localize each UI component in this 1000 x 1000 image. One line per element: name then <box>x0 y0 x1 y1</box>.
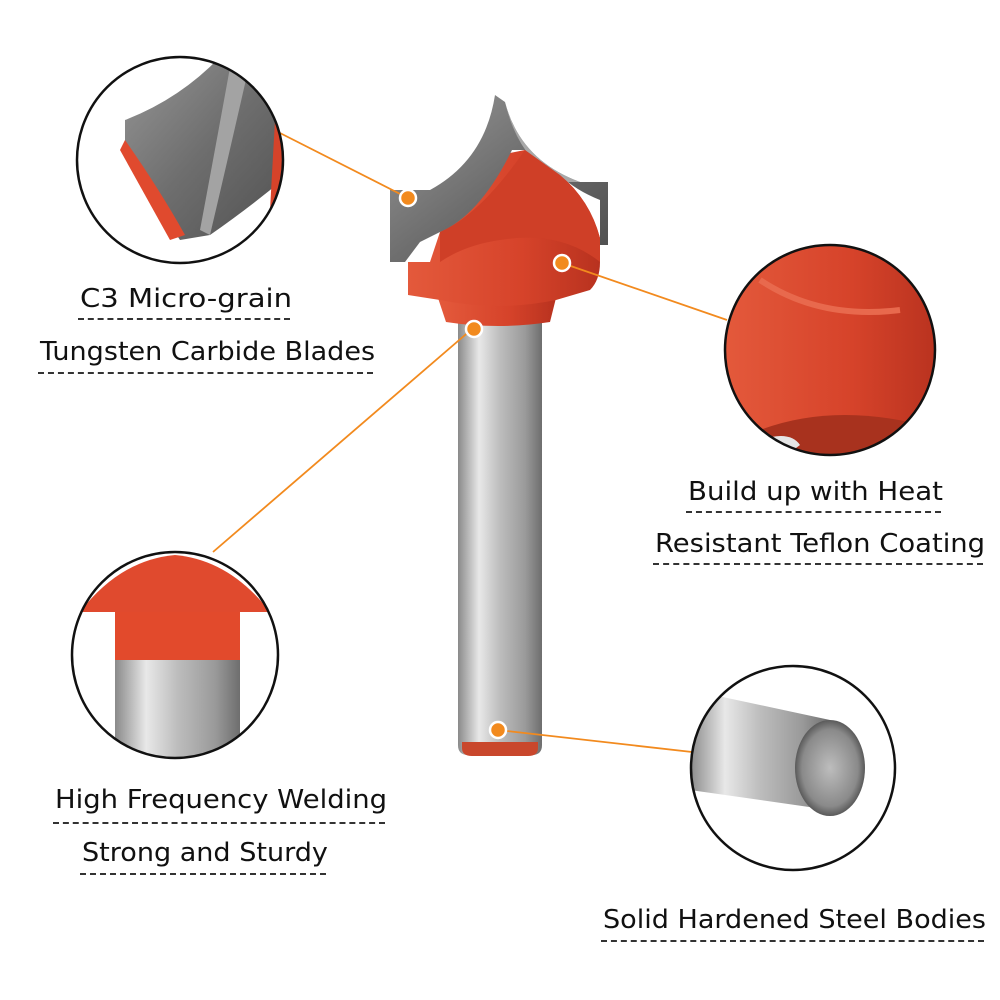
callout-line-welding <box>212 328 473 553</box>
callout-line-coating <box>561 262 728 321</box>
callout-lines <box>212 131 728 753</box>
welding-caption-line2: Strong and Sturdy <box>82 838 328 868</box>
weld-collar <box>438 298 556 326</box>
steel-caption-line1: Solid Hardened Steel Bodies <box>603 905 987 935</box>
bit-body-shade <box>440 150 600 262</box>
router-bit <box>390 95 608 756</box>
callout-dots <box>398 188 572 740</box>
weld-joint-closeup-icon <box>70 550 280 760</box>
shank-end-closeup-icon <box>689 664 897 872</box>
welding-caption-line1: High Frequency Welding <box>55 785 388 815</box>
callout-dot-welding <box>464 319 484 339</box>
welding-caption-underline2 <box>80 873 326 875</box>
callout-dot-carbide <box>398 188 418 208</box>
shank <box>458 320 542 755</box>
steel-caption-underline1 <box>601 940 984 942</box>
callout-dot-steel <box>488 720 508 740</box>
carbide-blade-closeup-icon <box>75 55 285 265</box>
carbide-caption-underline1 <box>78 318 290 320</box>
coating-caption-underline1 <box>686 511 941 513</box>
callout-line-steel <box>497 729 693 753</box>
carbide-caption-line2: Tungsten Carbide Blades <box>40 337 376 367</box>
callout-dot-coating <box>552 253 572 273</box>
carbide-caption-underline2 <box>38 372 373 374</box>
coating-caption-underline2 <box>653 563 983 565</box>
welding-caption-underline1 <box>53 822 385 824</box>
coating-caption-line2: Resistant Teflon Coating <box>655 529 986 559</box>
callout-line-carbide <box>277 131 409 199</box>
carbide-blade <box>390 95 608 262</box>
carbide-caption-line1: C3 Micro-grain <box>80 284 293 314</box>
shank-tip <box>462 742 538 756</box>
coating-caption-line1: Build up with Heat <box>688 477 944 507</box>
teflon-coating-closeup-icon <box>723 243 937 457</box>
